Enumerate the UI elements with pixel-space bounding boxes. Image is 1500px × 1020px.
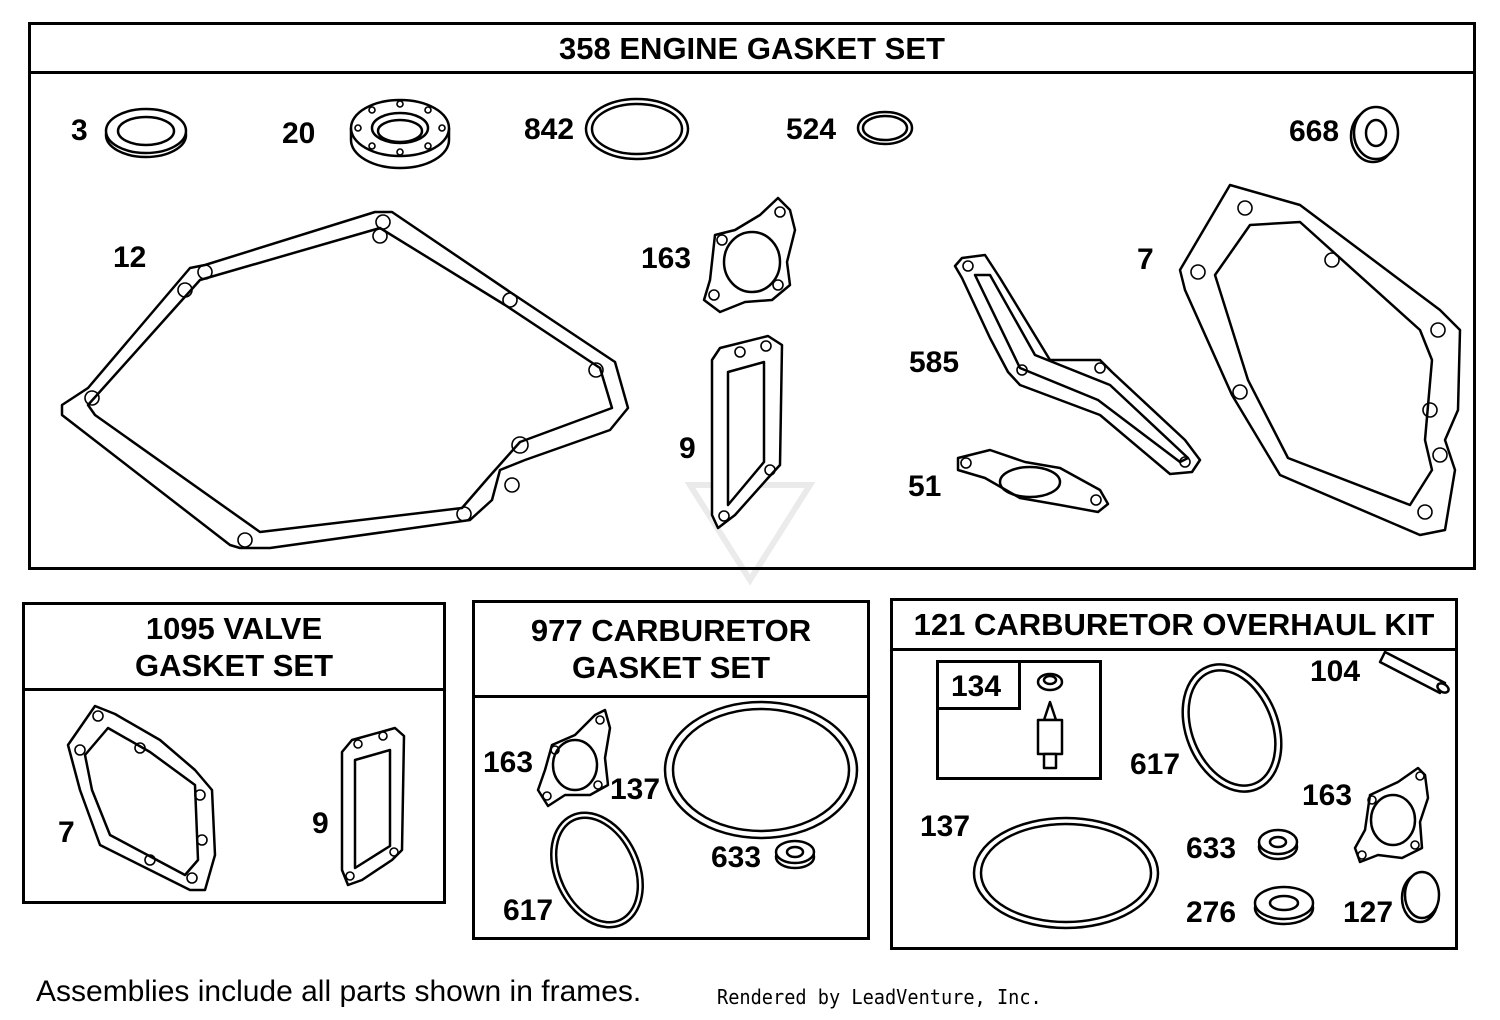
- part-276-washer-kit: [1253, 885, 1315, 926]
- callout-kit-127: 127: [1343, 896, 1394, 929]
- carburetor-gasket-set-title-line1: 977 CARBURETOR: [530, 613, 812, 648]
- part-524-ring: [856, 110, 914, 146]
- carburetor-overhaul-kit-frame: 121 CARBURETOR OVERHAUL KIT: [890, 598, 1458, 950]
- part-7-head-gasket: [1178, 183, 1462, 537]
- valve-gasket-set-title-line2: GASKET SET: [134, 647, 334, 683]
- callout-carb-617: 617: [503, 894, 554, 927]
- part-617-ring-carb: [550, 811, 644, 929]
- part-137-ring-carb: [663, 700, 859, 840]
- part-134-needle-and-seat: [1036, 672, 1064, 770]
- part-163-gasket-carb: [536, 708, 612, 808]
- rendered-by-credit: Rendered by LeadVenture, Inc.: [717, 985, 1042, 1009]
- callout-kit-633: 633: [1186, 832, 1237, 865]
- part-137-ring-kit: [972, 816, 1160, 930]
- callout-kit-137: 137: [920, 810, 971, 843]
- callout-engine-842: 842: [524, 113, 575, 146]
- callout-kit-163: 163: [1302, 779, 1353, 812]
- callout-engine-12: 12: [113, 241, 147, 274]
- callout-valve-9: 9: [312, 807, 329, 840]
- carburetor-gasket-set-title: 977 CARBURETOR GASKET SET: [475, 603, 867, 698]
- assemblies-footnote: Assemblies include all parts shown in fr…: [36, 975, 642, 1008]
- part-585-intake-gasket: [953, 253, 1202, 476]
- part-842-o-ring: [584, 97, 690, 161]
- part-633-washer-carb: [774, 839, 816, 870]
- part-7-head-gasket-valve: [66, 704, 217, 892]
- carburetor-gasket-set-frame: 977 CARBURETOR GASKET SET: [472, 600, 870, 940]
- callout-engine-163: 163: [641, 242, 692, 275]
- valve-gasket-set-title-line1: 1095 VALVE: [145, 610, 323, 646]
- callout-kit-276: 276: [1186, 896, 1237, 929]
- part-668-seal: [1349, 105, 1400, 164]
- part-9-breather-gasket-valve: [340, 726, 406, 887]
- callout-engine-668: 668: [1289, 115, 1340, 148]
- callout-carb-163: 163: [483, 746, 534, 779]
- callout-carb-633: 633: [711, 841, 762, 874]
- engine-gasket-set-title-text: 358 ENGINE GASKET SET: [559, 30, 945, 66]
- carburetor-overhaul-kit-title: 121 CARBURETOR OVERHAUL KIT: [893, 601, 1455, 651]
- needle-seat-subframe-tab: [936, 660, 1021, 710]
- part-3-washer: [104, 107, 188, 159]
- valve-gasket-set-frame: 1095 VALVE GASKET SET: [22, 602, 446, 904]
- part-163-gasket-kit: [1353, 766, 1430, 864]
- callout-engine-585: 585: [909, 346, 960, 379]
- callout-carb-137: 137: [610, 773, 661, 806]
- callout-kit-104: 104: [1310, 655, 1361, 688]
- callout-valve-7: 7: [58, 816, 75, 849]
- part-633-washer-kit: [1257, 828, 1299, 861]
- callout-engine-3: 3: [71, 114, 88, 147]
- part-20-oil-seal: [349, 98, 451, 170]
- callout-engine-524: 524: [786, 113, 837, 146]
- valve-gasket-set-title: 1095 VALVE GASKET SET: [25, 605, 443, 691]
- callout-engine-7: 7: [1137, 243, 1154, 276]
- carburetor-gasket-set-title-line2: GASKET SET: [571, 650, 771, 685]
- part-617-ring-kit: [1181, 663, 1283, 793]
- part-163-gasket: [702, 196, 797, 314]
- callout-kit-617: 617: [1130, 748, 1181, 781]
- part-51-exhaust-gasket: [956, 448, 1110, 514]
- callout-engine-51: 51: [908, 470, 942, 503]
- part-127-welch-plug: [1400, 870, 1441, 924]
- engine-gasket-set-frame: 358 ENGINE GASKET SET: [28, 22, 1476, 570]
- part-12-crankcase-gasket: [60, 210, 630, 550]
- engine-gasket-set-title: 358 ENGINE GASKET SET: [31, 25, 1473, 74]
- part-9-breather-gasket: [710, 334, 784, 530]
- carburetor-overhaul-kit-title-text: 121 CARBURETOR OVERHAUL KIT: [913, 607, 1435, 642]
- callout-kit-134: 134: [951, 670, 1002, 703]
- callout-engine-20: 20: [282, 117, 316, 150]
- part-104-pin: [1378, 650, 1450, 695]
- callout-engine-9: 9: [679, 432, 696, 465]
